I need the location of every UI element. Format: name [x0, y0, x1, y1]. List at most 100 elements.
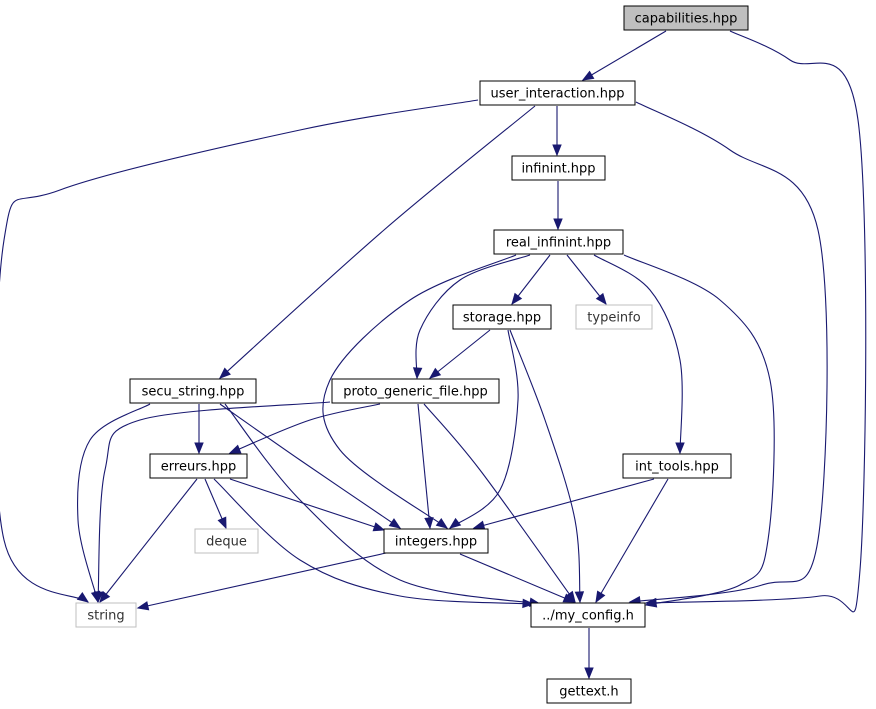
node-proto-generic-file[interactable]: proto_generic_file.hpp — [331, 378, 500, 404]
arrowhead — [472, 520, 486, 530]
node-label: int_tools.hpp — [635, 460, 719, 475]
edge-int_tools-to-my_config — [595, 478, 669, 604]
node-box — [331, 378, 500, 404]
node-label: user_interaction.hpp — [490, 87, 624, 102]
edge-line — [459, 553, 575, 603]
edge-user_interaction-to-my_config — [628, 101, 828, 606]
edge-line — [415, 254, 531, 379]
arrowhead — [581, 70, 595, 81]
node-box — [479, 80, 636, 106]
edge-line — [429, 329, 491, 379]
arrowhead — [219, 367, 231, 379]
edge-proto_generic_file-to-string — [93, 401, 331, 604]
arrowhead — [228, 444, 242, 454]
node-integers[interactable]: integers.hpp — [383, 528, 489, 554]
edge-line — [224, 403, 541, 605]
arrowhead — [562, 593, 576, 603]
node-secu-string[interactable]: secu_string.hpp — [129, 378, 257, 404]
node-string: string — [75, 602, 137, 628]
nodes-layer: capabilities.hpp user_interaction.hppinfi… — [75, 5, 749, 704]
edge-user_interaction-to-infinint — [552, 106, 562, 157]
node-label: ../my_config.h — [542, 609, 634, 624]
node-infinint[interactable]: infinint.hpp — [511, 155, 606, 181]
edge-erreurs-to-integers — [229, 478, 386, 532]
edge-capabilities-to-user_interaction — [581, 30, 667, 81]
edge-line — [645, 30, 867, 613]
arrowhead — [428, 367, 442, 379]
arrowhead — [217, 516, 227, 530]
edge-erreurs-to-my_config — [213, 478, 535, 609]
edge-line — [137, 552, 387, 609]
node-box — [452, 304, 552, 330]
edge-user_interaction-to-string — [0, 99, 479, 603]
node-label: secu_string.hpp — [142, 385, 245, 400]
arrowhead — [595, 292, 607, 306]
arrowhead — [448, 517, 462, 529]
node-label: infinint.hpp — [521, 162, 595, 177]
node-erreurs[interactable]: erreurs.hpp — [149, 453, 248, 479]
edge-line — [582, 30, 667, 81]
node-box — [383, 528, 489, 554]
node-typeinfo: typeinfo — [575, 304, 653, 330]
edge-storage-to-my_config — [509, 329, 585, 604]
arrowhead — [99, 590, 111, 604]
edge-erreurs-to-string — [99, 478, 198, 604]
edge-line — [219, 105, 536, 379]
edge-storage-to-integers — [448, 329, 519, 529]
edge-real_infinint-to-typeinfo — [566, 254, 607, 306]
edge-erreurs-to-deque — [204, 478, 227, 530]
edge-proto_generic_file-to-integers — [417, 403, 434, 530]
node-my-config[interactable]: ../my_config.h — [530, 602, 646, 628]
arrowhead — [595, 590, 606, 604]
edge-secu_string-to-integers — [219, 403, 402, 529]
node-box — [622, 453, 732, 479]
node-label: integers.hpp — [395, 535, 477, 550]
arrowhead — [511, 292, 523, 306]
node-label: typeinfo — [587, 311, 640, 326]
node-label: proto_generic_file.hpp — [343, 385, 488, 400]
arrowhead — [584, 667, 594, 680]
arrowhead — [93, 591, 104, 604]
node-box — [149, 453, 248, 479]
node-gettext[interactable]: gettext.h — [546, 678, 632, 704]
node-label: capabilities.hpp — [635, 12, 738, 27]
edge-real_infinint-to-storage — [511, 254, 551, 306]
edge-integers-to-my_config — [459, 553, 576, 603]
edge-line — [417, 403, 431, 529]
edge-line — [219, 403, 401, 529]
edge-line — [322, 254, 517, 529]
node-box — [575, 304, 653, 330]
edge-real_infinint-to-my_config — [623, 254, 775, 608]
node-user-interaction[interactable]: user_interaction.hpp — [479, 80, 636, 106]
edge-line — [595, 478, 669, 603]
arrowhead — [372, 522, 386, 532]
node-box — [129, 378, 257, 404]
node-int-tools[interactable]: int_tools.hpp — [622, 453, 732, 479]
node-box — [493, 229, 624, 255]
node-label: gettext.h — [559, 685, 618, 700]
edge-line — [229, 403, 381, 454]
arrowhead — [76, 591, 90, 603]
edge-line — [97, 401, 331, 603]
node-storage[interactable]: storage.hpp — [452, 304, 552, 330]
arrowhead — [644, 598, 658, 608]
node-label: storage.hpp — [463, 311, 541, 326]
edge-proto_generic_file-to-my_config — [423, 403, 576, 604]
edge-line — [99, 478, 198, 603]
node-deque: deque — [194, 528, 259, 554]
edges-layer — [0, 30, 867, 680]
edge-user_interaction-to-secu_string — [219, 105, 536, 379]
edge-line — [623, 254, 775, 606]
node-real-infinint[interactable]: real_infinint.hpp — [493, 229, 624, 255]
edge-line — [213, 478, 534, 605]
edge-storage-to-proto_generic_file — [428, 329, 491, 379]
node-capabilities[interactable]: capabilities.hpp — [623, 5, 749, 31]
arrowhead — [424, 517, 434, 530]
edge-line — [593, 254, 683, 454]
node-box — [623, 5, 749, 31]
edge-line — [473, 478, 655, 529]
node-label: real_infinint.hpp — [506, 236, 611, 251]
edge-integers-to-string — [136, 552, 387, 611]
edge-proto_generic_file-to-erreurs — [228, 403, 381, 454]
arrowhead — [553, 218, 563, 231]
